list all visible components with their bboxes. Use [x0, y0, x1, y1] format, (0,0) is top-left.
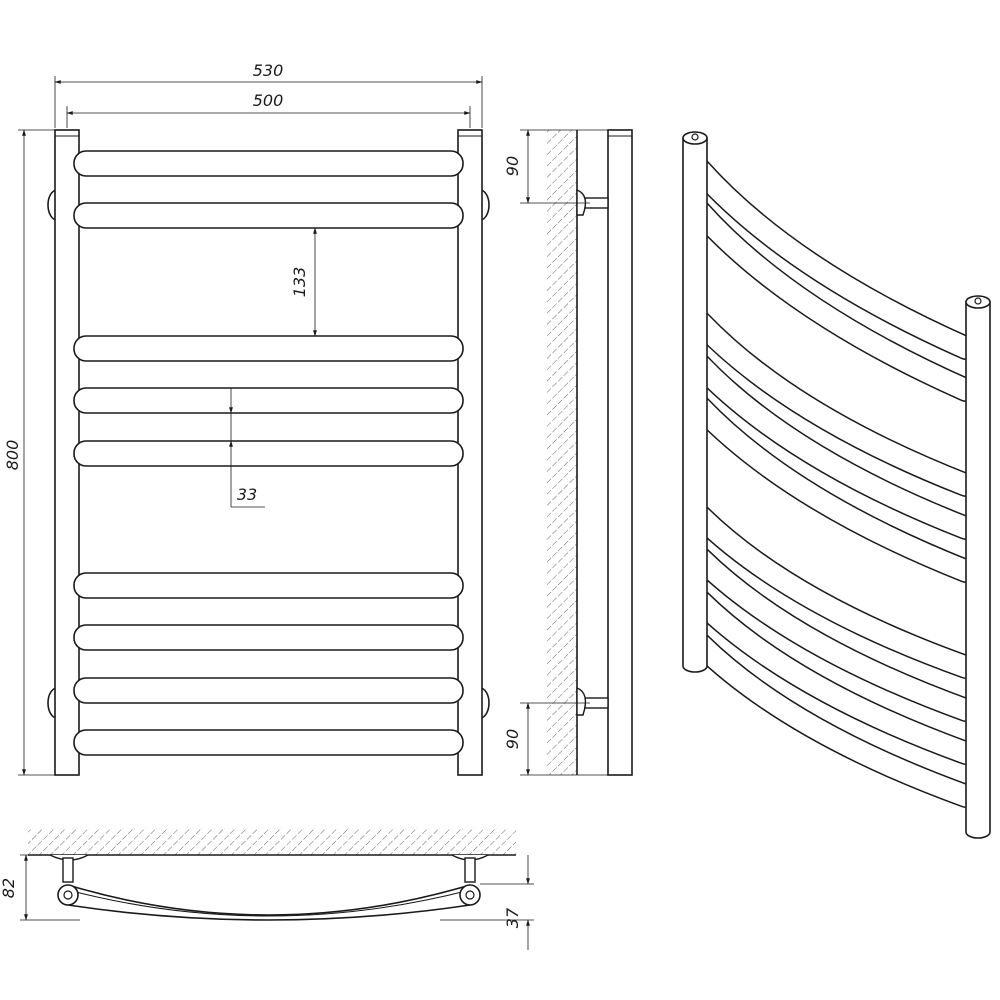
front-bars — [73, 150, 464, 756]
curved-bar-top-view — [67, 884, 471, 921]
side-bracket-top — [576, 188, 609, 216]
top-bracket-right — [451, 854, 489, 883]
bar — [73, 677, 464, 704]
isometric-view — [682, 131, 991, 839]
dimension-inner-width: 500 — [66, 91, 471, 128]
side-post — [607, 129, 633, 776]
bar — [73, 624, 464, 651]
bar — [73, 387, 464, 414]
dimension-bar-spacing: 133 — [290, 227, 317, 337]
dimension-label: 530 — [253, 61, 284, 80]
wall-hatch — [547, 130, 577, 775]
dimension-label: 82 — [0, 878, 18, 898]
bar — [73, 335, 464, 362]
top-bracket-left — [49, 854, 89, 883]
bar — [73, 440, 464, 467]
dimension-label: 90 — [503, 729, 522, 749]
bar — [73, 729, 464, 756]
top-view: 82 37 — [0, 828, 534, 950]
bar — [73, 150, 464, 177]
dimension-bar-gap: 33 — [229, 388, 265, 508]
iso-bars — [688, 158, 978, 808]
wall-hatch-top — [28, 828, 516, 855]
dimension-label: 90 — [503, 156, 522, 176]
dimension-label: 800 — [3, 440, 22, 471]
side-view: 90 90 — [503, 129, 633, 776]
dimension-depth-offset: 37 — [440, 855, 534, 950]
bar — [73, 572, 464, 599]
dimension-depth-total: 82 — [0, 854, 80, 921]
dimension-mount-top: 90 — [503, 129, 608, 204]
iso-right-post — [965, 295, 991, 839]
dimension-label: 33 — [237, 485, 257, 504]
dimension-label: 133 — [290, 267, 309, 298]
dimension-mount-bottom: 90 — [503, 702, 608, 776]
dimension-overall-width: 530 — [54, 61, 483, 128]
dimension-height: 800 — [3, 129, 55, 776]
side-bracket-bottom — [576, 686, 609, 716]
bar — [73, 202, 464, 229]
front-view: 530 500 800 133 33 — [3, 61, 490, 776]
iso-left-post — [682, 131, 708, 673]
dimension-label: 37 — [503, 907, 522, 928]
dimension-label: 500 — [253, 91, 284, 110]
